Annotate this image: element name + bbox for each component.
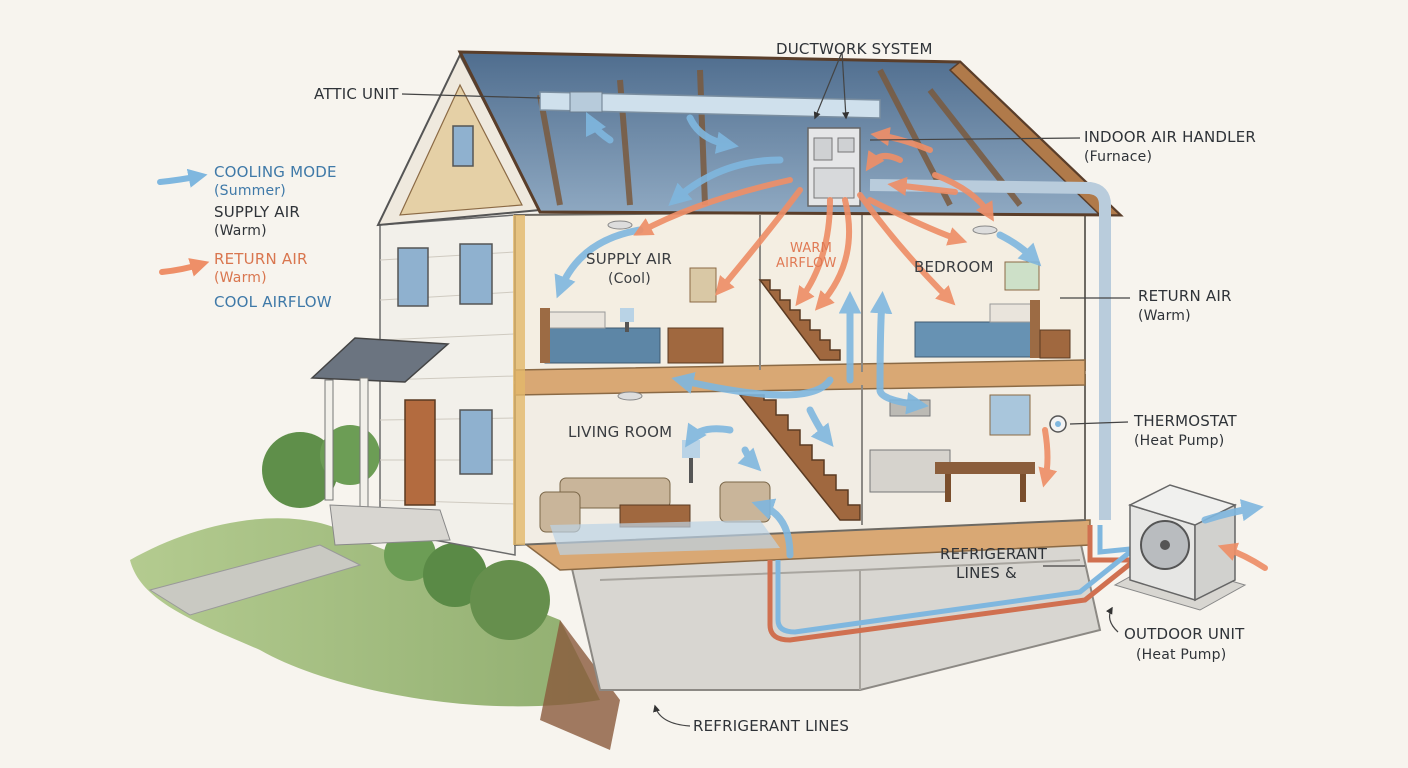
window-icon bbox=[397, 247, 429, 307]
callout-refrigerant-lines-right: REFRIGERANT bbox=[940, 545, 1048, 563]
soil-edge bbox=[540, 620, 620, 750]
warm-arrow-icon bbox=[159, 258, 210, 277]
lamp-icon bbox=[620, 308, 634, 332]
bed-icon bbox=[914, 300, 1040, 358]
legend-supply-air: SUPPLY AIR bbox=[214, 203, 300, 221]
callout-outdoor-unit: OUTDOOR UNIT bbox=[1124, 625, 1245, 643]
room-bedroom: BEDROOM bbox=[914, 258, 994, 276]
callout-ductwork-system: DUCTWORK SYSTEM bbox=[776, 40, 933, 58]
legend-return-warm: (Warm) bbox=[214, 270, 267, 286]
fan-icon bbox=[1140, 520, 1190, 570]
porch-roof bbox=[310, 337, 450, 383]
bed-icon bbox=[540, 308, 661, 364]
legend-supply-warm: (Warm) bbox=[214, 223, 267, 239]
callout-refrigerant-lines-right-2: LINES & bbox=[956, 564, 1017, 582]
room-living-room: LIVING ROOM bbox=[568, 423, 673, 441]
legend-return-air: RETURN AIR bbox=[214, 250, 308, 268]
room-warm-airflow-2: AIRFLOW bbox=[776, 256, 837, 271]
outdoor-unit bbox=[1113, 484, 1247, 611]
stone-path bbox=[148, 544, 362, 616]
leader-lines bbox=[401, 51, 1130, 727]
bushes bbox=[262, 425, 550, 640]
legend-summer: (Summer) bbox=[214, 183, 286, 199]
callout-thermostat-sub: (Heat Pump) bbox=[1134, 433, 1225, 449]
staircase bbox=[738, 279, 861, 521]
callout-return-air: RETURN AIR bbox=[1138, 287, 1232, 305]
callout-refrigerant-lines-bottom: REFRIGERANT LINES bbox=[693, 717, 850, 735]
window-icon bbox=[459, 243, 493, 305]
window-icon bbox=[459, 409, 493, 475]
callout-thermostat: THERMOSTAT bbox=[1134, 412, 1237, 430]
callout-attic-unit: ATTIC UNIT bbox=[314, 85, 399, 103]
callout-return-air-sub: (Warm) bbox=[1138, 308, 1191, 324]
room-supply-air: SUPPLY AIR bbox=[586, 250, 672, 268]
window-icon bbox=[452, 125, 474, 167]
callout-outdoor-unit-sub: (Heat Pump) bbox=[1136, 647, 1227, 663]
warm-arrow-icon bbox=[633, 127, 1268, 571]
air-handler bbox=[807, 127, 861, 207]
cool-arrow-icon bbox=[157, 168, 208, 188]
callout-air-handler-sub: (Furnace) bbox=[1084, 149, 1153, 165]
ductwork bbox=[539, 91, 1141, 563]
room-supply-air-sub: (Cool) bbox=[608, 271, 651, 287]
room-warm-airflow: WARM bbox=[790, 241, 833, 256]
callout-air-handler: INDOOR AIR HANDLER bbox=[1084, 128, 1257, 146]
legend-cool-airflow: COOL AIRFLOW bbox=[214, 293, 332, 311]
door-icon bbox=[404, 399, 436, 506]
cool-arrow-icon bbox=[554, 111, 1264, 559]
refrigerant-lines bbox=[767, 550, 1137, 643]
legend-cooling-mode: COOLING MODE bbox=[214, 163, 337, 181]
thermostat-icon bbox=[1049, 415, 1067, 433]
